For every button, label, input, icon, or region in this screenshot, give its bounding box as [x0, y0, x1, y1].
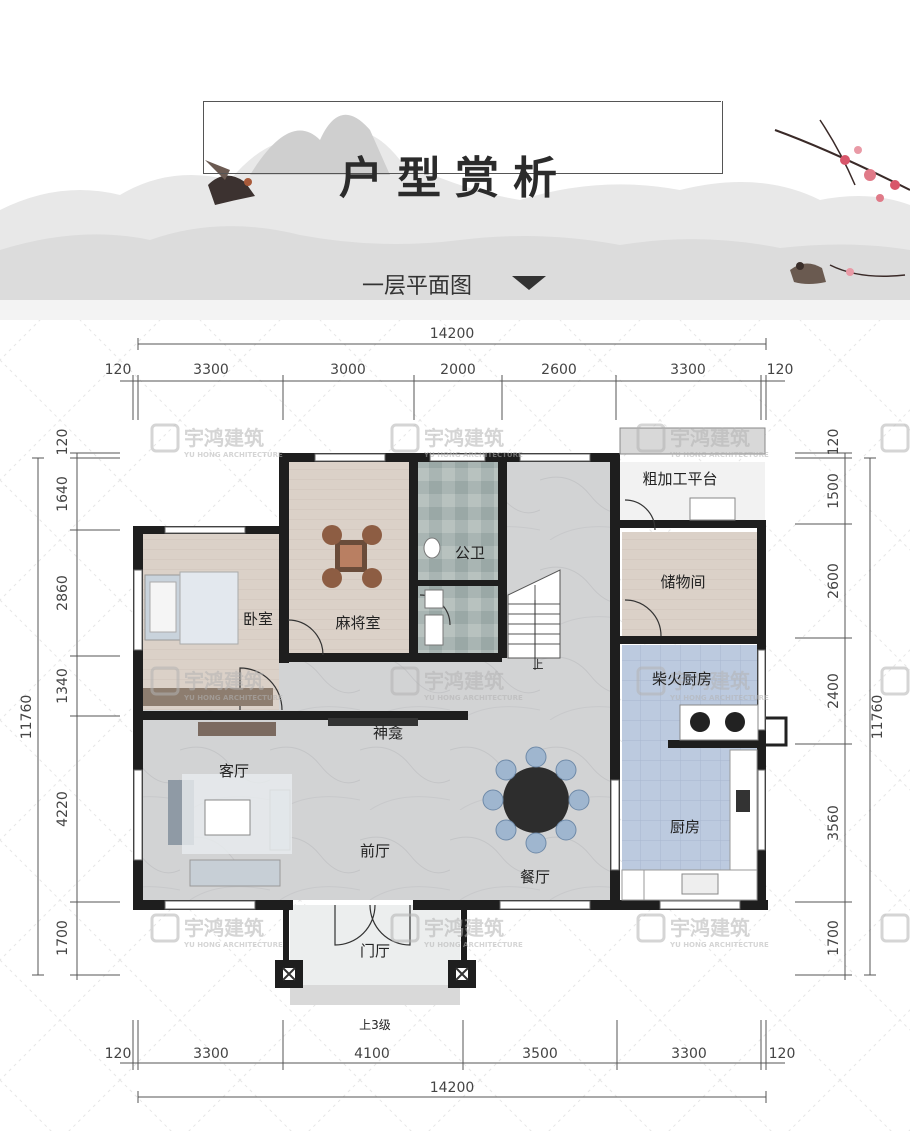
entry-steps	[290, 985, 460, 1005]
page-title: 户型赏析	[339, 153, 571, 204]
dim-left-seg: 1700	[55, 920, 71, 956]
watermark-cn: 宇鸿建筑	[424, 669, 504, 693]
dim-bottom-seg: 3500	[522, 1046, 558, 1062]
dim-right-seg: 1500	[826, 473, 842, 509]
label-bedroom: 卧室	[243, 610, 273, 628]
title-frame	[202, 101, 723, 174]
sofa	[189, 859, 281, 887]
coffee-table	[204, 799, 251, 836]
bird-icon	[790, 262, 826, 284]
dim-top-seg: 3300	[670, 362, 706, 378]
watermark-cn: 宇鸿建筑	[184, 426, 264, 450]
side-cabinet	[198, 722, 276, 736]
label-kitchen: 厨房	[670, 818, 700, 836]
dim-left-seg: 1640	[55, 476, 71, 512]
windows	[133, 453, 766, 910]
dim-bottom-seg: 4100	[354, 1046, 390, 1062]
watermark-cn: 宇鸿建筑	[424, 426, 504, 450]
dim-bottom-seg: 3300	[671, 1046, 707, 1062]
label-living: 客厅	[219, 762, 249, 780]
shrine-cabinet	[328, 718, 418, 726]
label-prep-platform: 粗加工平台	[642, 470, 717, 488]
dim-top-seg: 3000	[330, 362, 366, 378]
watermarks: 宇鸿建筑 YU HONG ARCHITECTURE 宇鸿建筑 YU HONG A…	[150, 423, 910, 949]
kitchen-sink	[681, 873, 719, 895]
watermark-cn: 宇鸿建筑	[184, 916, 264, 940]
label-mahjong: 麻将室	[335, 614, 380, 632]
dim-bottom-seg: 120	[769, 1046, 796, 1062]
bird-icon	[205, 160, 255, 205]
dimension-labels: 14200 120 3300 3000 2000 2600 3300 120 1…	[19, 326, 886, 1096]
prep-sink	[689, 497, 736, 521]
watermark-en: YU HONG ARCHITECTURE	[183, 941, 283, 949]
watermark-cn: 宇鸿建筑	[670, 669, 750, 693]
toilet-bowl	[423, 537, 441, 559]
storage-floor	[622, 532, 757, 637]
dim-top-seg: 3300	[193, 362, 229, 378]
label-dining: 餐厅	[520, 868, 550, 886]
watermark-en: YU HONG ARCHITECTURE	[423, 451, 523, 459]
entry-floor	[290, 905, 460, 985]
label-storage: 储物间	[660, 573, 705, 591]
doors	[239, 499, 662, 946]
column-cores	[282, 967, 469, 981]
label-toilet: 公卫	[455, 544, 485, 562]
dim-bottom-seg: 3300	[193, 1046, 229, 1062]
watermark-en: YU HONG ARCHITECTURE	[183, 694, 283, 702]
dim-top-seg: 2600	[541, 362, 577, 378]
dimension-lines	[32, 338, 876, 1103]
label-wood-kitchen: 柴火厨房	[652, 670, 712, 688]
dim-top-seg: 120	[767, 362, 794, 378]
plan-subtitle-text: 一层平面图	[362, 274, 473, 299]
watermark-cn: 宇鸿建筑	[670, 916, 750, 940]
dining-chairs	[482, 746, 590, 854]
dim-right-seg: 3560	[826, 805, 842, 841]
watermark-en: YU HONG ARCHITECTURE	[423, 694, 523, 702]
label-steps: 上3级	[359, 1018, 391, 1032]
watermark-cn: 宇鸿建筑	[184, 669, 264, 693]
dim-top-total: 14200	[430, 326, 475, 342]
label-entry: 门厅	[360, 942, 390, 960]
dim-right-seg: 120	[826, 429, 842, 456]
watermark-en: YU HONG ARCHITECTURE	[183, 451, 283, 459]
dim-left-seg: 4220	[55, 791, 71, 827]
ink-landscape-background	[0, 0, 910, 320]
dim-right-seg: 2600	[826, 563, 842, 599]
dim-left-seg: 120	[55, 429, 71, 456]
header-banner: 户型赏析 一层平面图	[0, 0, 910, 320]
dim-right-seg: 1700	[826, 920, 842, 956]
plan-subtitle: 一层平面图	[362, 268, 472, 300]
label-hall: 前厅	[360, 842, 390, 860]
chevron-down-icon	[512, 276, 546, 290]
label-stair-up: 上	[533, 658, 544, 671]
cooktop	[736, 790, 750, 812]
dim-bottom-total: 14200	[430, 1080, 475, 1096]
sink	[424, 614, 444, 646]
dim-bottom-seg: 120	[105, 1046, 132, 1062]
watermark-cn: 宇鸿建筑	[424, 916, 504, 940]
dim-top-seg: 2000	[440, 362, 476, 378]
dim-right-seg: 2400	[826, 673, 842, 709]
watermark-en: YU HONG ARCHITECTURE	[669, 941, 769, 949]
watermark-en: YU HONG ARCHITECTURE	[423, 941, 523, 949]
room-labels: 卧室 麻将室 公卫 储物间 粗加工平台 柴火厨房 神龛 客厅 前厅 餐厅 厨房 …	[219, 470, 718, 1032]
dim-right-total: 11760	[870, 695, 886, 740]
watermark-en: YU HONG ARCHITECTURE	[669, 694, 769, 702]
label-shrine: 神龛	[373, 724, 403, 742]
dim-left-seg: 2860	[55, 575, 71, 611]
dim-top-seg: 120	[105, 362, 132, 378]
staircase	[507, 569, 561, 670]
dim-left-seg: 1340	[55, 668, 71, 704]
furniture	[143, 427, 788, 901]
watermark-cn: 宇鸿建筑	[670, 426, 750, 450]
watermark-en: YU HONG ARCHITECTURE	[669, 451, 769, 459]
dining-table	[503, 767, 569, 833]
dim-left-total: 11760	[19, 695, 35, 740]
